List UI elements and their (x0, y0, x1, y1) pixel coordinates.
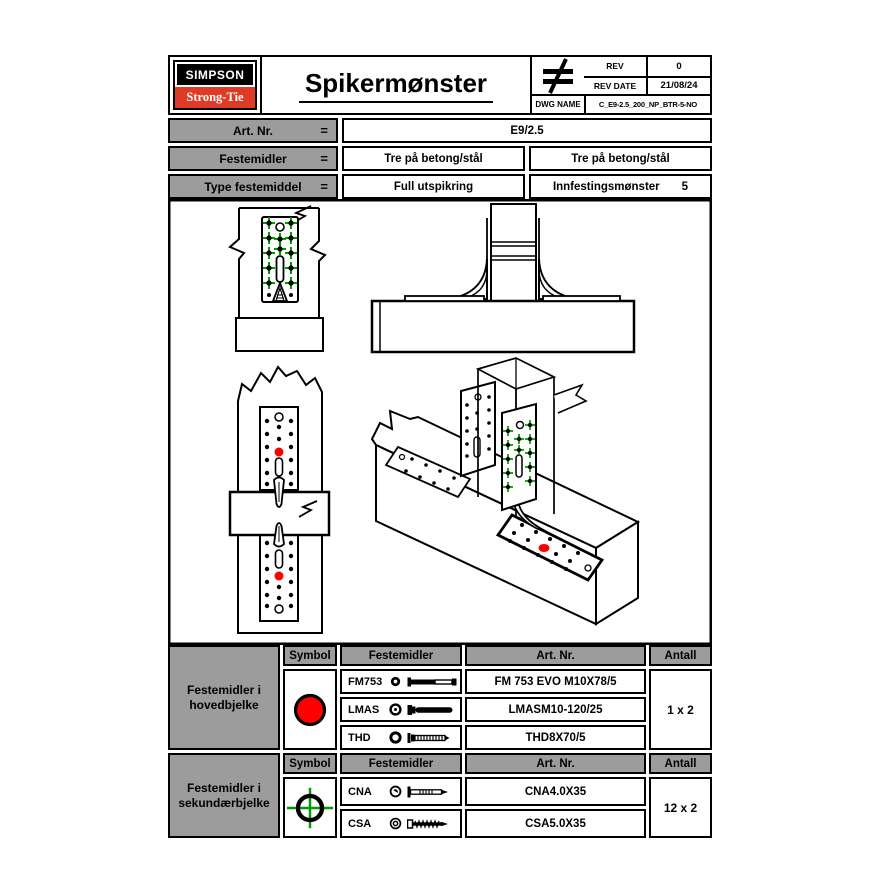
rev-value: 0 (646, 57, 710, 76)
elevation-view-drawing (228, 365, 331, 634)
fm753-bolt-icon (407, 677, 457, 686)
drawing-area (168, 199, 712, 645)
symbol-header: Symbol (283, 753, 337, 774)
innfestingsmonster-cell: Innfestingsmønster 5 (529, 174, 712, 199)
festemidler-header: Festemidler (340, 645, 462, 666)
fastener-art-nr: FM 753 EVO M10X78/5 (465, 669, 646, 694)
fastener-code: THD (348, 731, 371, 744)
art-nr-value: E9/2.5 (342, 118, 712, 143)
hovedbjelke-fastener-table: Festemidler i hovedbjelke Symbol Festemi… (168, 645, 712, 750)
fastener-code: FM753 (348, 675, 383, 688)
antall-header: Antall (649, 753, 712, 774)
hovedbjelke-symbol-cell (283, 669, 337, 750)
iso-bolt-position-red-dot (538, 544, 550, 552)
fastener-code: CNA (348, 785, 372, 798)
front-view-drawing (228, 205, 327, 352)
rev-date-value: 21/08/24 (646, 75, 710, 95)
revision-block: REV 0 REV DATE 21/08/24 DWG NAME C_E9-2.… (532, 57, 710, 113)
fastener-code: LMAS (348, 703, 380, 716)
art-nr-label: Art. Nr. (232, 123, 273, 138)
fastener-code: CSA (348, 817, 372, 830)
info-row-type: Type festemiddel = Full utspikring Innfe… (168, 174, 712, 199)
csa-screw-icon (407, 818, 448, 829)
info-row-art-nr: Art. Nr. = E9/2.5 (168, 118, 712, 143)
logo-strongtie-text: Strong-Tie (175, 87, 255, 108)
type-festemiddel-value: Full utspikring (342, 174, 525, 199)
fastener-row: THD (340, 725, 462, 750)
sekundaerbjelke-label: Festemidler i sekundærbjelke (168, 753, 280, 838)
front-flange-nail-holes (508, 523, 580, 571)
red-dot-icon (293, 693, 327, 726)
equals-sign: = (320, 179, 328, 194)
isometric-view-drawing (370, 357, 641, 626)
csa-head-icon (389, 817, 402, 830)
festemidler-label: Festemidler (219, 151, 287, 166)
festemidler-value-1: Tre på betong/stål (342, 146, 525, 171)
type-festemiddel-label: Type festemiddel (204, 179, 302, 194)
fastener-art-nr: CSA5.0X35 (465, 809, 646, 838)
simpson-strongtie-logo: SIMPSON Strong-Tie (173, 60, 257, 110)
festemidler-header: Festemidler (340, 753, 462, 774)
logo: SIMPSON Strong-Tie (170, 57, 262, 113)
crosshair-icon (286, 787, 334, 828)
page-title: Spikermønster (298, 68, 494, 103)
fastener-art-nr: CNA4.0X35 (465, 777, 646, 806)
innfestingsmonster-number: 5 (681, 180, 689, 193)
fastener-row: CNA (340, 777, 462, 806)
upper-plate-nail-holes (264, 418, 294, 487)
thd-head-icon (389, 731, 402, 744)
dwg-name-label: DWG NAME (532, 94, 584, 113)
hovedbjelke-antall: 1 x 2 (649, 669, 712, 750)
cna-nail-icon (407, 786, 448, 797)
rev-date-label: REV DATE (584, 75, 646, 95)
art-nr-label-cell: Art. Nr. = (168, 118, 338, 143)
festemidler-label-cell: Festemidler = (168, 146, 338, 171)
lower-bolt-position-red-dot (274, 571, 284, 581)
thd-screw-icon (407, 732, 450, 743)
side-view-drawing (370, 203, 636, 354)
antall-header: Antall (649, 645, 712, 666)
title-block: SIMPSON Strong-Tie Spikermønster REV 0 R… (168, 55, 712, 115)
equals-sign: = (320, 151, 328, 166)
sekundaerbjelke-symbol-cell (283, 777, 337, 838)
technical-drawings (168, 199, 712, 645)
info-row-festemidler: Festemidler = Tre på betong/stål Tre på … (168, 146, 712, 171)
art-nr-header: Art. Nr. (465, 645, 646, 666)
not-equal-icon-svg (543, 57, 573, 94)
innfestingsmonster-label: Innfestingsmønster (552, 180, 660, 193)
upper-bolt-position-red-dot (274, 447, 284, 457)
logo-simpson-text: SIMPSON (175, 62, 255, 87)
cna-head-icon (389, 785, 402, 798)
dwg-name-value: C_E9-2.5_200_NP_BTR-5-NO (584, 94, 710, 113)
art-nr-header: Art. Nr. (465, 753, 646, 774)
fastener-art-nr: LMASM10-120/25 (465, 697, 646, 722)
fm753-head-icon (390, 676, 401, 687)
fastener-art-nr: THD8X70/5 (465, 725, 646, 750)
sheet-title-cell: Spikermønster (262, 57, 532, 113)
hovedbjelke-label: Festemidler i hovedbjelke (168, 645, 280, 750)
fastener-row: CSA (340, 809, 462, 838)
lower-plate-nail-holes (264, 540, 294, 609)
type-festemiddel-label-cell: Type festemiddel = (168, 174, 338, 199)
rev-label: REV (606, 61, 624, 72)
fastener-row: LMAS (340, 697, 462, 722)
lmas-bolt-icon (407, 704, 453, 715)
equals-sign: = (320, 123, 328, 138)
sekundaerbjelke-fastener-table: Festemidler i sekundærbjelke Symbol Fest… (168, 753, 712, 838)
back-plate-nail-holes (465, 395, 491, 458)
sekundaerbjelke-antall: 12 x 2 (649, 777, 712, 838)
not-equal-icon (532, 57, 584, 94)
festemidler-value-2: Tre på betong/stål (529, 146, 712, 171)
lmas-head-icon (389, 703, 402, 716)
symbol-header: Symbol (283, 645, 337, 666)
fastener-row: FM753 (340, 669, 462, 694)
